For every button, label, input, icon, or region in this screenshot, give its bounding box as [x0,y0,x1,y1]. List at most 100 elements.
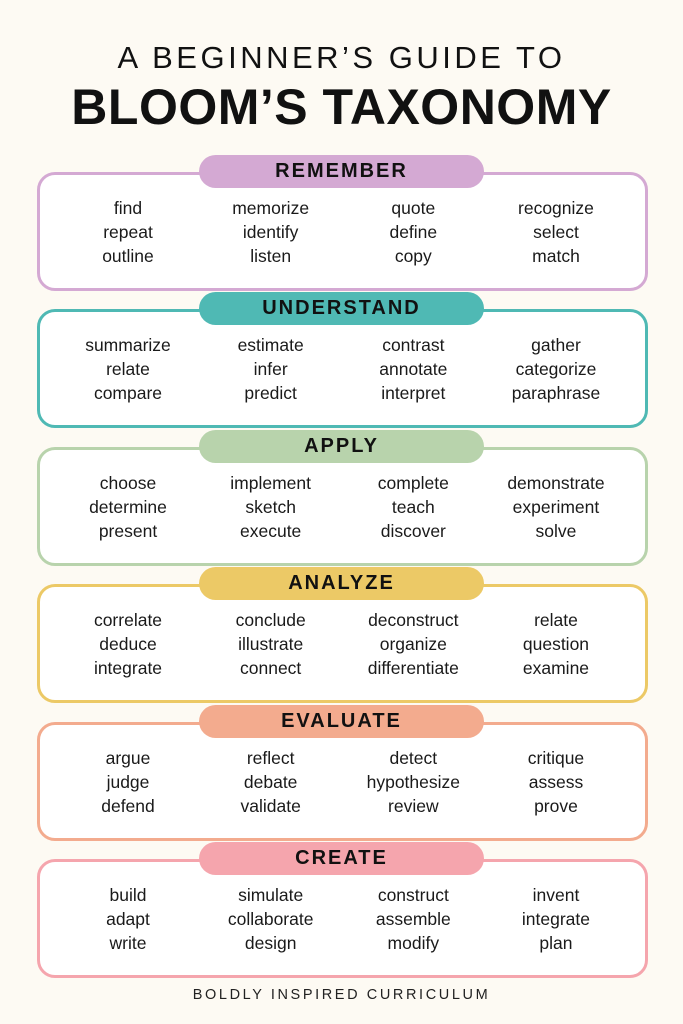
verb: teach [391,497,435,517]
verb: invent [532,885,580,905]
verb: examine [522,658,590,678]
verb: connect [240,658,302,678]
verb-grid: find repeat outline memorize identify listen q… [57,196,627,268]
verb: detect [389,748,438,768]
verb: validate [240,796,301,816]
verb: integrate [93,658,163,678]
verb: match [532,246,580,266]
verb-grid: build adapt write simulate collaborate design… [57,883,627,955]
level-box [37,584,648,703]
verb: memorize [232,198,310,218]
verb-column: deconstruct organize differentiate [342,608,484,680]
verb: infer [253,359,288,379]
verb: relate [106,359,150,379]
verb: paraphrase [511,383,601,403]
verb: summarize [85,335,171,355]
verb-column: memorize identify listen [200,196,342,268]
verb: categorize [515,359,597,379]
verb: compare [93,383,163,403]
verb: review [388,796,439,816]
verb: judge [106,772,150,792]
verb: write [109,933,147,953]
verb: present [98,521,158,541]
verb-column: reflect debate validate [200,746,342,818]
verb: repeat [103,222,153,242]
verb: defend [101,796,155,816]
verb: collaborate [227,909,314,929]
verb-column: gather categorize paraphrase [485,333,627,405]
level-label-pill: ANALYZE [199,567,484,600]
verb: organize [379,634,447,654]
level-label-pill: CREATE [199,842,484,875]
verb-column: implement sketch execute [200,471,342,543]
level-label-pill: EVALUATE [199,705,484,738]
verb: design [244,933,297,953]
verb: reflect [246,748,295,768]
verb: hypothesize [366,772,461,792]
verb: interpret [381,383,446,403]
level-label-pill: UNDERSTAND [199,292,484,325]
verb: integrate [521,909,591,929]
verb: predict [244,383,297,403]
verb: differentiate [367,658,459,678]
verb: correlate [93,610,163,630]
verb: deduce [99,634,157,654]
verb-column: construct assemble modify [342,883,484,955]
verb: adapt [106,909,150,929]
verb: assemble [375,909,451,929]
verb-column: critique assess prove [485,746,627,818]
verb: question [522,634,590,654]
verb: find [113,198,143,218]
verb: outline [102,246,154,266]
verb: experiment [512,497,600,517]
verb-column: summarize relate compare [57,333,199,405]
level-box [37,859,648,978]
verb: implement [230,473,312,493]
verb-column: simulate collaborate design [200,883,342,955]
verb: sketch [245,497,296,517]
verb: modify [387,933,440,953]
verb: relate [534,610,578,630]
verb: estimate [237,335,304,355]
verb-column: estimate infer predict [200,333,342,405]
verb-column: build adapt write [57,883,199,955]
verb: copy [394,246,432,266]
verb: illustrate [238,634,304,654]
level-label-pill: APPLY [199,430,484,463]
verb: annotate [379,359,448,379]
verb-column: contrast annotate interpret [342,333,484,405]
verb: gather [531,335,581,355]
verb: build [109,885,147,905]
verb-column: correlate deduce integrate [57,608,199,680]
verb: critique [527,748,585,768]
verb: select [533,222,579,242]
guide-subtitle: A BEGINNER’S GUIDE TO [117,40,566,75]
verb: construct [377,885,449,905]
verb: execute [240,521,302,541]
verb: complete [377,473,449,493]
footer-brand: BOLDLY INSPIRED CURRICULUM [192,987,491,1003]
verb: recognize [518,198,594,218]
verb: identify [242,222,299,242]
verb: debate [243,772,298,792]
verb: assess [528,772,584,792]
verb: simulate [238,885,304,905]
page-title: BLOOM’S TAXONOMY [71,79,612,135]
verb-column: detect hypothesize review [342,746,484,818]
verb: determine [89,497,167,517]
verb: listen [250,246,292,266]
verb: deconstruct [368,610,459,630]
verb: discover [380,521,446,541]
verb: demonstrate [507,473,605,493]
verb: contrast [382,335,445,355]
verb: prove [534,796,578,816]
level-label-pill: REMEMBER [199,155,484,188]
